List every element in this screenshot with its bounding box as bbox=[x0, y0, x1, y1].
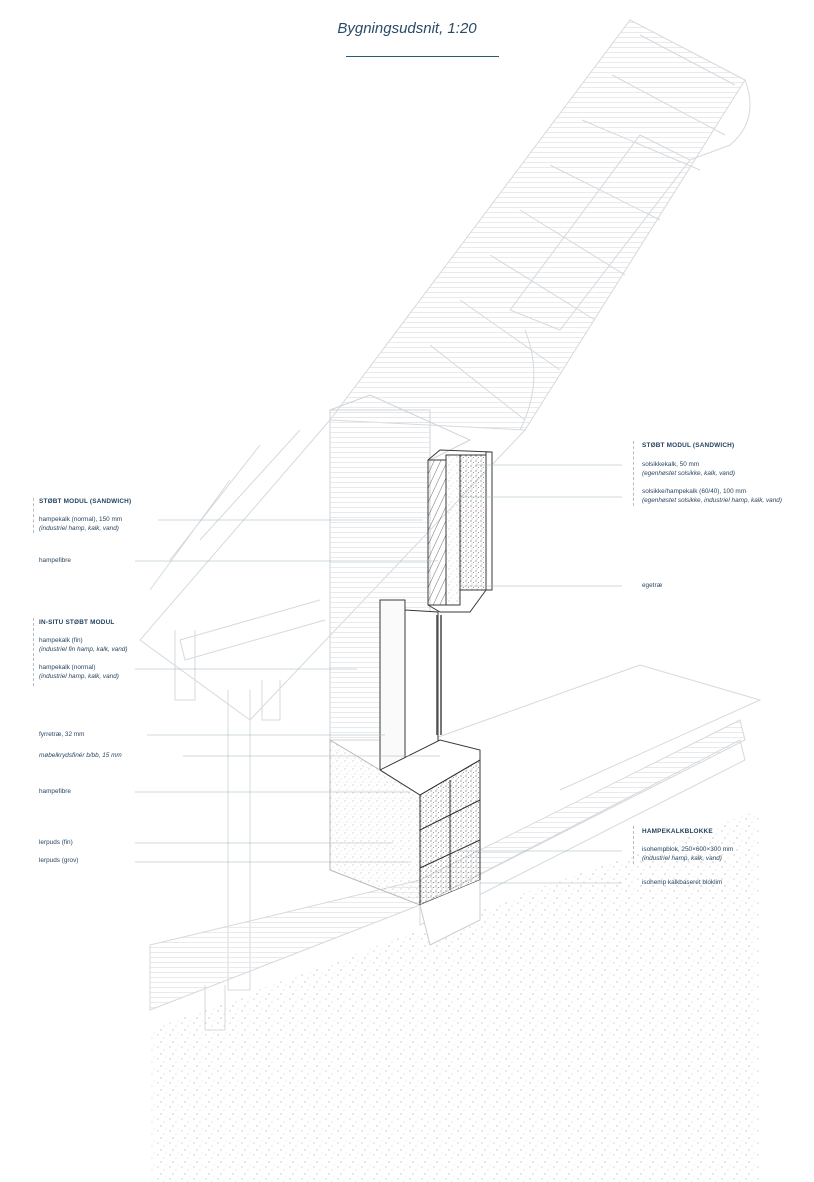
label-solsikkekalk-text: solsikkekalk, 50 mm bbox=[642, 461, 700, 468]
timber-frame bbox=[174, 599, 326, 1031]
label-hampekalk-150-text: hampekalk (normal), 150 mm bbox=[39, 516, 123, 523]
label-solsikke-hampekalk-text: solsikke/hampekalk (60/40), 100 mm bbox=[642, 488, 747, 495]
label-egetrae: egetræ bbox=[642, 582, 663, 589]
left-group-marker-1 bbox=[33, 498, 34, 533]
label-hampekalk-fin: hampekalk (fin) (industriel fin hamp, ka… bbox=[39, 637, 127, 654]
label-hampekalk-150-note: (industriel hamp, kalk, vand) bbox=[39, 524, 119, 532]
label-hampekalk-fin-note: (industriel fin hamp, kalk, vand) bbox=[39, 645, 128, 653]
label-hampekalk-normal-text: hampekalk (normal) bbox=[39, 664, 96, 671]
label-lerpuds-fin: lerpuds (fin) bbox=[39, 839, 73, 846]
label-mobelkrydsfiner: møbelkrydsfinér b/bb, 15 mm bbox=[39, 752, 122, 761]
right-group1-heading: STØBT MODUL (SANDWICH) bbox=[642, 442, 735, 449]
hempcrete-blocks bbox=[419, 759, 481, 946]
label-fyrretrae: fyrretræ, 32 mm bbox=[39, 731, 85, 738]
left-group1-heading: STØBT MODUL (SANDWICH) bbox=[39, 498, 132, 505]
label-isohempblok-text: isohempblok, 250×600×300 mm bbox=[642, 846, 734, 853]
label-solsikke-hampekalk: solsikke/hampekalk (60/40), 100 mm (egen… bbox=[642, 488, 782, 505]
label-hampefibre-2: hampefibre bbox=[39, 788, 71, 795]
ground bbox=[150, 810, 760, 1182]
in-situ-module-section bbox=[329, 599, 481, 906]
drawing-title: Bygningsudsnit, 1:20 bbox=[337, 20, 477, 37]
title-underline bbox=[346, 56, 499, 57]
label-hampekalk-fin-text: hampekalk (fin) bbox=[39, 637, 83, 644]
left-group-marker-2 bbox=[33, 618, 34, 686]
right-group-marker-2 bbox=[633, 826, 634, 864]
label-lerpuds-grov: lerpuds (grov) bbox=[39, 857, 79, 864]
label-hampekalk-normal-note: (industriel hamp, kalk, vand) bbox=[39, 672, 119, 680]
label-mobelkrydsfiner-text: møbelkrydsfinér b/bb, 15 mm bbox=[39, 752, 122, 759]
upper-sandwich-module-section bbox=[427, 449, 493, 613]
label-hampefibre-1: hampefibre bbox=[39, 557, 71, 564]
label-isohempblok-note: (industriel hamp, kalk, vand) bbox=[642, 854, 722, 862]
label-hampekalk-normal: hampekalk (normal) (industriel hamp, kal… bbox=[39, 664, 119, 681]
label-hampekalk-150: hampekalk (normal), 150 mm (industriel h… bbox=[39, 516, 122, 533]
label-isohempblok: isohempblok, 250×600×300 mm (industriel … bbox=[642, 846, 733, 863]
label-bloklim: isohemp kalkbaseret bloklim bbox=[642, 879, 723, 886]
label-solsikkekalk: solsikkekalk, 50 mm (egenhøstet solsikke… bbox=[642, 461, 735, 478]
label-solsikke-hampekalk-note: (egenhøstet solsikke, industriel hamp, k… bbox=[642, 496, 782, 504]
insitu-heading: IN-SITU STØBT MODUL bbox=[39, 619, 115, 626]
roof bbox=[139, 19, 751, 721]
label-solsikkekalk-note: (egenhøstet solsikke, kalk, vand) bbox=[642, 469, 736, 477]
leader-lines bbox=[135, 464, 622, 884]
hampekalkblokke-heading: HAMPEKALKBLOKKE bbox=[642, 828, 713, 835]
right-group-marker-1 bbox=[633, 441, 634, 506]
